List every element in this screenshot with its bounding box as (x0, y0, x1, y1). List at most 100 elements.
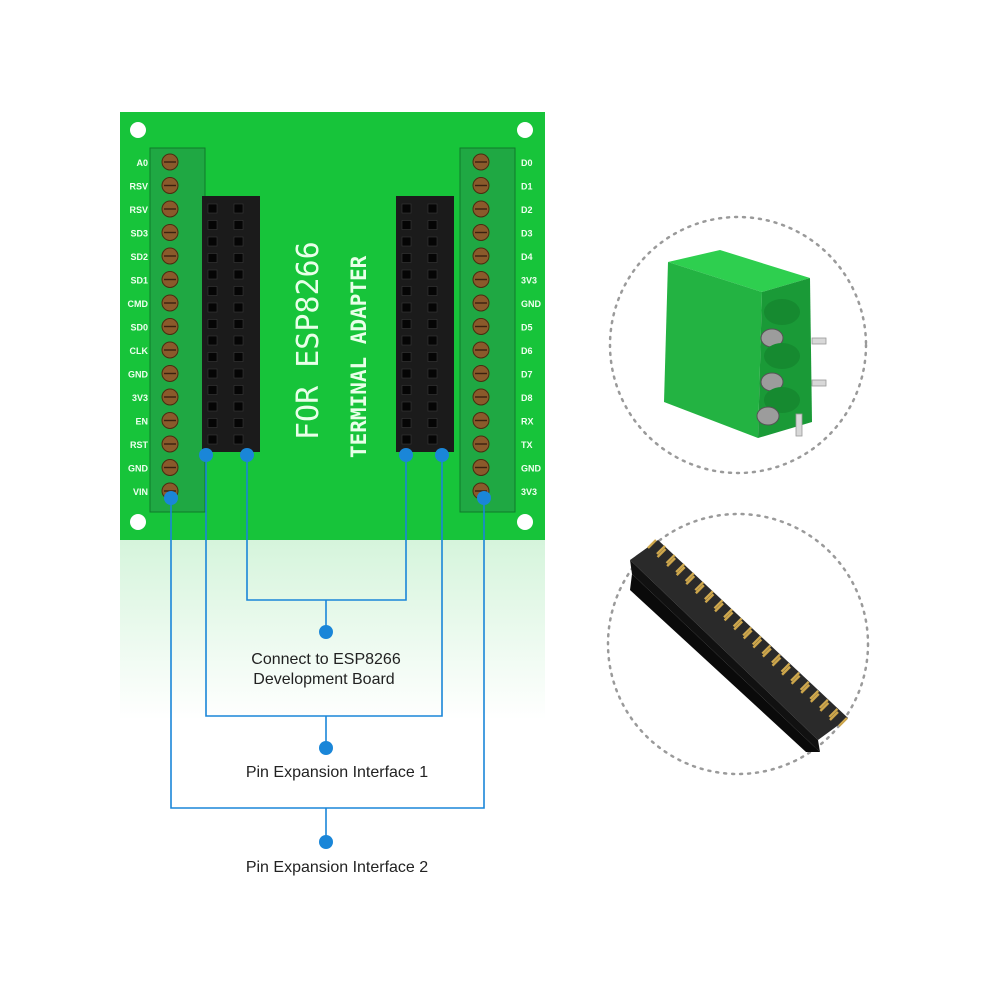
gold-pin (771, 656, 782, 667)
gold-pin (675, 566, 686, 577)
header-hole (207, 434, 218, 445)
header-hole (427, 418, 438, 428)
header-hole (207, 253, 218, 263)
left-pin-label: VIN (133, 487, 148, 497)
right-pin-label: D6 (521, 346, 533, 356)
header-hole (233, 286, 244, 296)
header-bottom-face (630, 574, 820, 752)
header-hole (427, 203, 438, 214)
header-hole (427, 352, 438, 362)
callout-dot (319, 835, 333, 849)
callout-dot (199, 448, 213, 462)
right-pin-label: RX (521, 417, 534, 427)
callout-dot (319, 741, 333, 755)
callout-dot (164, 491, 178, 505)
header-top-face (630, 540, 848, 740)
left-pin-label: RSV (129, 205, 148, 215)
callout-dot (399, 448, 413, 462)
header-hole (233, 302, 244, 313)
right-pin-label: GND (521, 299, 542, 309)
pcb-board: A0RSVRSVSD3SD2SD1CMDSD0CLKGND3V3ENRSTGND… (120, 112, 545, 540)
gold-pin (771, 653, 781, 664)
header-hole (207, 220, 218, 230)
gold-pin (675, 563, 686, 573)
pin-interface-1-line (205, 455, 443, 717)
header-hole (427, 302, 438, 313)
gold-pin (704, 590, 714, 601)
left-pin-label: SD2 (130, 252, 148, 262)
header-hole (233, 385, 244, 395)
terminal-block-inset (608, 215, 868, 475)
callout-dot (240, 448, 254, 462)
gold-pin (809, 689, 820, 700)
header-hole (233, 434, 244, 445)
gold-pin (666, 557, 677, 567)
connect-callout-line1: Connect to ESP8266 (251, 651, 401, 668)
gold-pin (656, 548, 667, 558)
header-hole (427, 434, 438, 445)
gold-pin (752, 638, 763, 649)
header-hole (401, 302, 412, 313)
header-hole (207, 203, 218, 214)
mount-hole (130, 122, 146, 138)
header-hole (207, 368, 218, 379)
header-hole (207, 352, 218, 362)
pin-interface-1-label: Pin Expansion Interface 1 (246, 764, 428, 781)
header-hole (401, 401, 412, 412)
gold-pin (723, 608, 733, 619)
mount-hole (130, 514, 146, 530)
callout-dot (435, 448, 449, 462)
header-hole (207, 385, 218, 395)
header-hole (233, 319, 244, 329)
screw-slot (764, 299, 800, 325)
gold-pin (647, 539, 657, 549)
gold-pin (694, 581, 705, 592)
header-hole (401, 253, 412, 263)
mount-hole (517, 122, 533, 138)
gold-pin (732, 617, 743, 628)
header-hole (401, 434, 412, 445)
header-hole (401, 319, 412, 329)
header-hole (233, 203, 244, 214)
header-hole (427, 401, 438, 412)
gold-pin (714, 602, 724, 613)
header-hole (427, 253, 438, 263)
header-hole (401, 286, 412, 296)
gold-pin (713, 599, 724, 610)
header-hole (427, 319, 438, 329)
header-hole (401, 269, 412, 280)
left-pin-label: GND (128, 464, 149, 474)
gold-pin (818, 699, 829, 709)
header-hole (427, 236, 438, 247)
right-pin-label: D8 (521, 393, 533, 403)
header-hole (401, 335, 412, 346)
header-side-face (630, 560, 820, 752)
gold-pin (800, 683, 811, 694)
terminal-pin (811, 379, 827, 387)
header-hole (233, 253, 244, 263)
gold-pin (790, 674, 801, 685)
header-hole (401, 368, 412, 379)
gold-pin (742, 626, 753, 637)
terminal-block-top (668, 250, 810, 292)
female-header-inset (606, 512, 870, 776)
right-pin-label: D1 (521, 182, 533, 192)
header-hole (233, 401, 244, 412)
callout-dots (164, 448, 491, 849)
gold-pin (762, 647, 772, 658)
gold-pin (809, 693, 820, 703)
gold-pin (838, 717, 848, 727)
left-pin-label: GND (128, 370, 149, 380)
right-pin-label: D3 (521, 229, 533, 239)
gold-pin (828, 708, 839, 718)
header-hole (207, 286, 218, 296)
gold-pin (695, 584, 705, 595)
gold-pin (704, 593, 715, 604)
header-hole (233, 352, 244, 362)
left-pin-label: EN (135, 417, 148, 427)
right-pin-label: D5 (521, 323, 533, 333)
left-pin-label: RST (130, 440, 149, 450)
header-hole (207, 236, 218, 247)
header-hole (207, 401, 218, 412)
